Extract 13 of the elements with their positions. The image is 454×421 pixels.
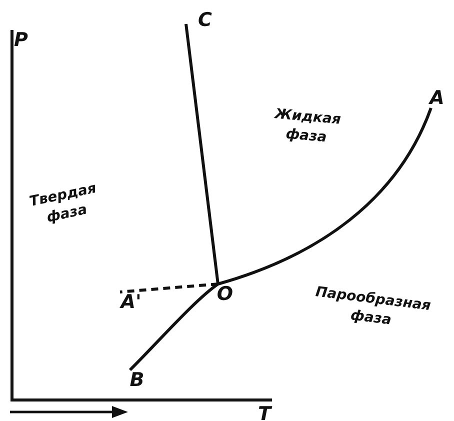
dashed-curve: [120, 282, 218, 294]
region-label: Твердая фаза: [27, 179, 99, 228]
phase-curve: [128, 282, 219, 372]
point-label: A: [428, 88, 446, 108]
axis-label: T: [258, 402, 271, 421]
axis-label: P: [14, 28, 28, 53]
point-label: C: [186, 10, 212, 32]
point-label: B: [128, 370, 146, 390]
phase-curve: [184, 24, 220, 284]
region-label: Жидкая фаза: [273, 105, 343, 148]
phase-curve: [218, 107, 432, 286]
point-label: O: [216, 284, 234, 304]
point-label: A': [118, 292, 144, 312]
